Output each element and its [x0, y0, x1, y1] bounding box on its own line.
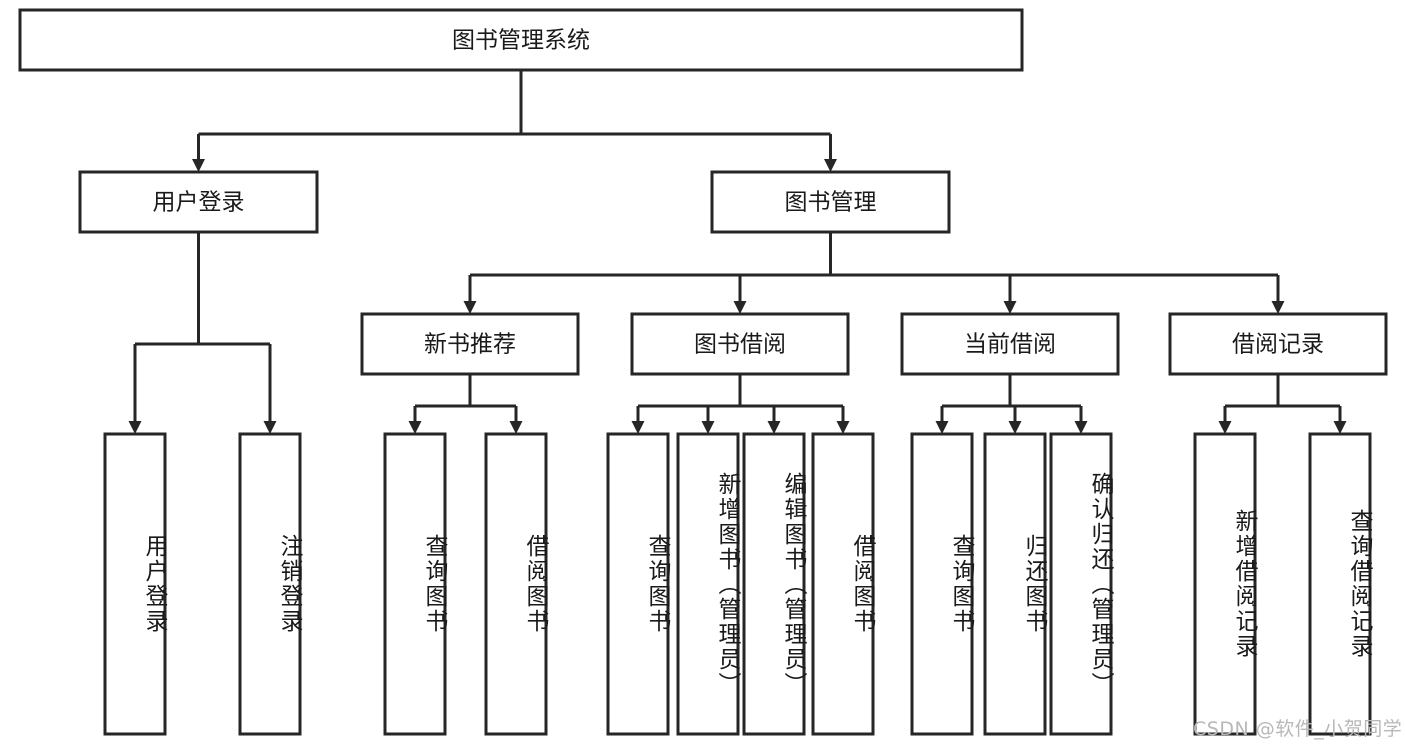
arrow-head-icon [1074, 421, 1088, 434]
node-user-login[interactable]: 用户登录 [78, 170, 319, 234]
node-root[interactable]: 图书管理系统 [18, 8, 1024, 72]
arrow-head-icon [1218, 421, 1232, 434]
node-leaf-borrow-book-1[interactable] [484, 432, 548, 736]
node-leaf-borrow-book-2-rect[interactable] [811, 432, 875, 736]
node-leaf-return-book[interactable] [983, 432, 1047, 736]
node-current-borrow-label: 当前借阅 [964, 332, 1056, 358]
node-user-login-label: 用户登录 [153, 190, 245, 216]
node-leaf-confirm-return[interactable] [1049, 432, 1113, 736]
connectors-layer [128, 70, 1347, 434]
node-leaf-confirm-return-rect[interactable] [1049, 432, 1113, 736]
node-leaf-user-login[interactable] [103, 432, 167, 736]
node-leaf-add-record-rect[interactable] [1193, 432, 1257, 736]
node-new-book-rec-rect[interactable] [360, 312, 580, 376]
arrow-head-icon [701, 421, 715, 434]
node-book-borrow[interactable]: 图书借阅 [630, 312, 850, 376]
arrow-head-icon [463, 301, 477, 314]
node-leaf-user-logout-rect[interactable] [238, 432, 302, 736]
node-book-borrow-label: 图书借阅 [694, 332, 786, 358]
node-book-borrow-rect[interactable] [630, 312, 850, 376]
node-leaf-borrow-book-1-rect[interactable] [484, 432, 548, 736]
arrow-head-icon [263, 421, 277, 434]
node-leaf-edit-book-rect[interactable] [742, 432, 806, 736]
node-leaf-query-book-1[interactable] [383, 432, 447, 736]
watermark-text: CSDN @软件_小贺同学 [1193, 718, 1403, 740]
node-leaf-query-book-2[interactable] [606, 432, 670, 736]
node-book-manage-label: 图书管理 [785, 190, 877, 216]
node-book-manage-rect[interactable] [710, 170, 951, 234]
node-borrow-record-rect[interactable] [1168, 312, 1388, 376]
node-leaf-edit-book[interactable] [742, 432, 806, 736]
arrow-head-icon [1003, 301, 1017, 314]
node-borrow-record[interactable]: 借阅记录 [1168, 312, 1388, 376]
node-leaf-return-book-rect[interactable] [983, 432, 1047, 736]
node-book-manage[interactable]: 图书管理 [710, 170, 951, 234]
node-current-borrow-rect[interactable] [900, 312, 1120, 376]
arrow-head-icon [935, 421, 949, 434]
arrow-head-icon [836, 421, 850, 434]
arrow-head-icon [128, 421, 142, 434]
arrow-head-icon [767, 421, 781, 434]
arrow-head-icon [1333, 421, 1347, 434]
arrow-head-icon [509, 421, 523, 434]
arrow-head-icon [733, 301, 747, 314]
arrow-head-icon [1008, 421, 1022, 434]
node-leaf-query-book-3[interactable] [910, 432, 974, 736]
node-leaf-user-logout[interactable] [238, 432, 302, 736]
node-leaf-user-login-rect[interactable] [103, 432, 167, 736]
node-leaf-query-record[interactable] [1308, 432, 1372, 736]
node-leaf-add-book-rect[interactable] [676, 432, 740, 736]
node-leaf-add-record[interactable] [1193, 432, 1257, 736]
arrow-head-icon [1271, 301, 1285, 314]
node-leaf-borrow-book-2[interactable] [811, 432, 875, 736]
node-leaf-add-book[interactable] [676, 432, 740, 736]
arrow-head-icon [192, 159, 205, 172]
arrow-head-icon [408, 421, 422, 434]
node-leaf-query-book-2-rect[interactable] [606, 432, 670, 736]
node-user-login-rect[interactable] [78, 170, 319, 234]
arrow-head-icon [824, 159, 837, 172]
arrow-head-icon [631, 421, 645, 434]
node-root-label: 图书管理系统 [452, 28, 590, 54]
node-new-book-rec[interactable]: 新书推荐 [360, 312, 580, 376]
node-current-borrow[interactable]: 当前借阅 [900, 312, 1120, 376]
node-borrow-record-label: 借阅记录 [1232, 332, 1324, 358]
node-leaf-query-book-1-rect[interactable] [383, 432, 447, 736]
node-new-book-rec-label: 新书推荐 [424, 332, 516, 358]
node-leaf-query-record-rect[interactable] [1308, 432, 1372, 736]
node-root-rect[interactable] [18, 8, 1024, 72]
node-leaf-query-book-3-rect[interactable] [910, 432, 974, 736]
